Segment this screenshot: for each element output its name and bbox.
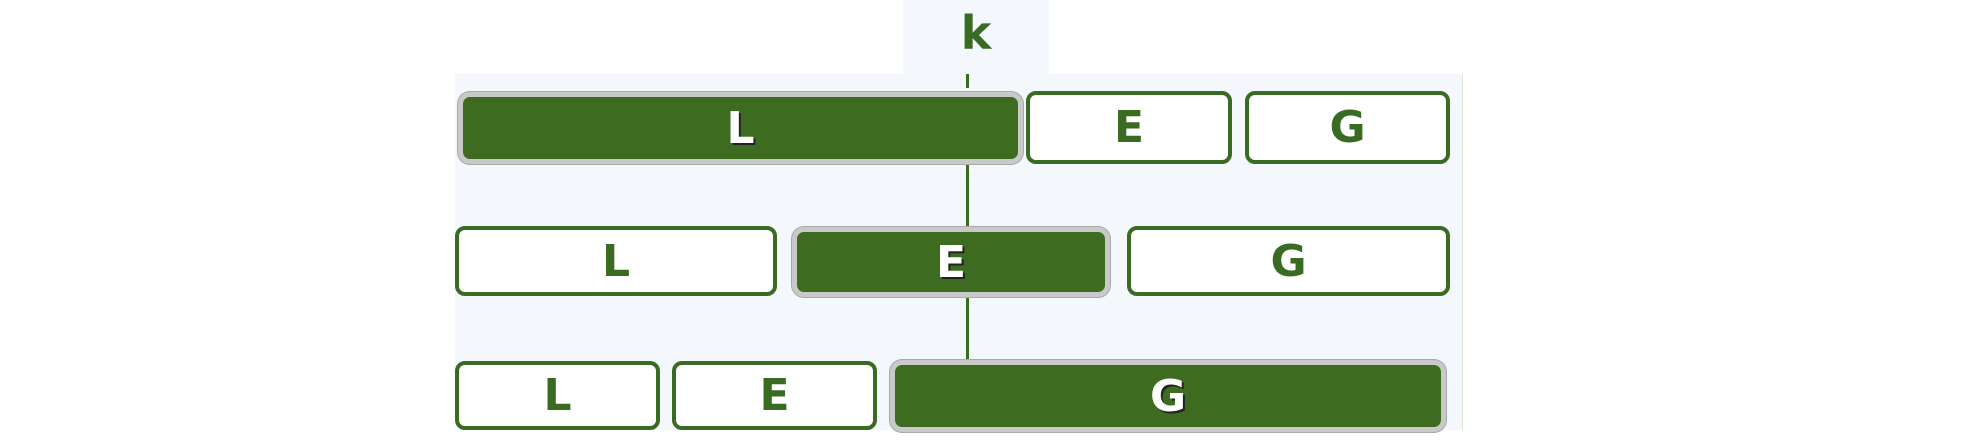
row3-partition-e: E	[672, 361, 877, 430]
pivot-line-bottom	[966, 298, 969, 361]
row1-partition-g: G	[1245, 91, 1450, 164]
row2-partition-e: E	[792, 227, 1110, 297]
row3-partition-l: L	[455, 361, 660, 430]
row2-partition-g: G	[1127, 226, 1450, 296]
row1-partition-l: L	[458, 92, 1023, 164]
row2-partition-l: L	[455, 226, 777, 296]
pivot-line-top	[966, 74, 969, 88]
row1-partition-e: E	[1026, 91, 1232, 164]
pivot-line-middle	[966, 163, 969, 230]
row3-partition-g: G	[890, 360, 1446, 432]
pivot-label: k	[960, 6, 992, 60]
pivot-label-tab	[903, 0, 1049, 74]
